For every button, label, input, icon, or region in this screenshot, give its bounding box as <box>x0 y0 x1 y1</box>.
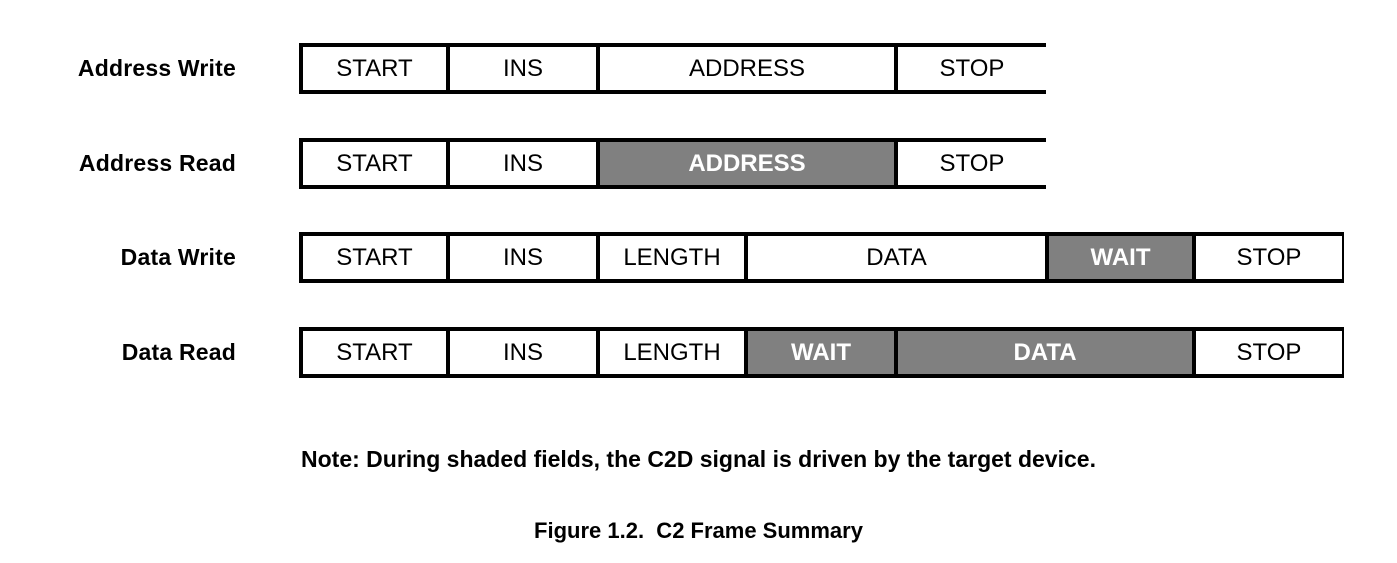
frame-field: INS <box>450 142 600 185</box>
frame-field: LENGTH <box>600 236 748 279</box>
frame-row-label: Address Read <box>78 150 236 176</box>
figure-caption: Figure 1.2. C2 Frame Summary <box>534 518 863 543</box>
frame-field: STOP <box>898 47 1046 90</box>
frame-field: START <box>303 142 450 185</box>
frame-field: LENGTH <box>600 331 748 374</box>
frame-field: STOP <box>1196 331 1342 374</box>
frame-row-label: Data Write <box>120 244 236 270</box>
frame-field: ADDRESS <box>600 142 898 185</box>
frame-row-label: Address Write <box>77 55 236 81</box>
frame-field: START <box>303 47 450 90</box>
frame-field: START <box>303 236 450 279</box>
frame-field: WAIT <box>748 331 898 374</box>
frame-field: INS <box>450 47 600 90</box>
frame-field: INS <box>450 331 600 374</box>
frame-field: START <box>303 331 450 374</box>
frame-field: ADDRESS <box>600 47 898 90</box>
frame-field: DATA <box>898 331 1196 374</box>
frame-field: WAIT <box>1049 236 1196 279</box>
shaded-fields-note: Note: During shaded fields, the C2D sign… <box>301 446 1096 472</box>
frame-field: STOP <box>1196 236 1342 279</box>
frame-field: DATA <box>748 236 1049 279</box>
frame-row-label: Data Read <box>121 339 236 365</box>
frame-field: STOP <box>898 142 1046 185</box>
frame-field: INS <box>450 236 600 279</box>
